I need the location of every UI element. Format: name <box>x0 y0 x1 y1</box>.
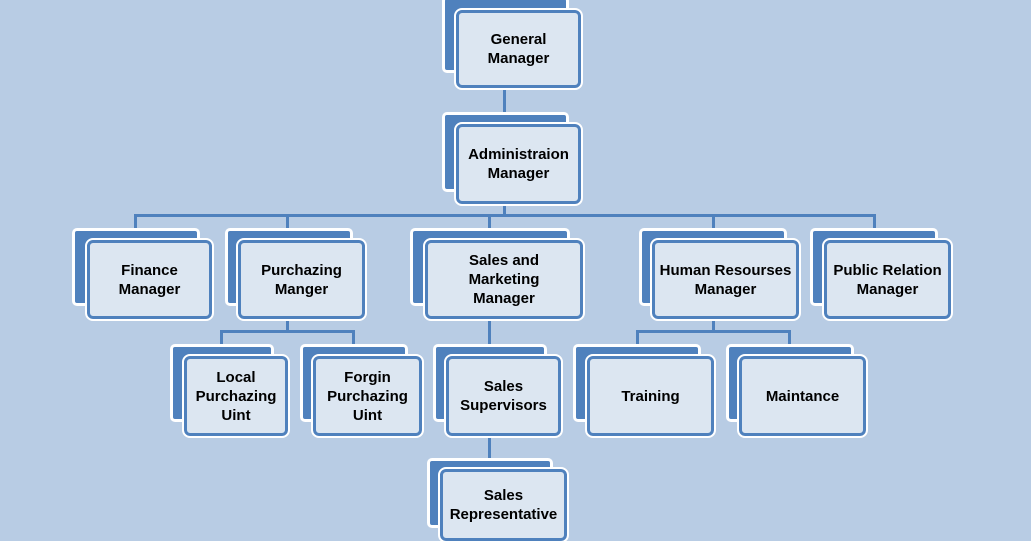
local-purchasing-unit-label: Local Purchazing Uint <box>195 368 277 424</box>
general-manager-label: General Manager <box>487 31 550 67</box>
connector-purchasing-drop <box>286 320 289 331</box>
foreign-purchasing-unit-label: Forgin Purchazing Uint <box>327 368 408 424</box>
connector-purchasing-bus <box>220 330 355 333</box>
connector-to-sales-marketing <box>488 214 491 230</box>
node-purchasing-manager: Purchazing Manger <box>225 228 367 322</box>
public-relation-manager-label: Public Relation Manager <box>833 261 942 298</box>
connector-sales-representative <box>488 436 491 462</box>
connector-to-training <box>636 330 639 346</box>
connector-to-local <box>220 330 223 346</box>
connector-to-purchasing <box>286 214 289 230</box>
node-local-purchasing-unit: Local Purchazing Uint <box>170 344 290 438</box>
node-administration-manager: Administraion Manager <box>442 112 583 208</box>
administration-manager-label: Administraion Manager <box>468 146 569 182</box>
connector-hr-bus <box>636 330 791 333</box>
sales-marketing-manager-label: Sales and Marketing Manager <box>468 252 540 307</box>
connector-to-foreign <box>352 330 355 346</box>
node-general-manager: General Manager <box>442 0 583 92</box>
connector-sales-supervisors <box>488 320 491 346</box>
node-training: Training <box>573 344 716 438</box>
sales-representative-label: Sales Representative <box>449 487 558 523</box>
hr-manager-label: Human Resourses Manager <box>659 261 792 298</box>
purchasing-manager-label: Purchazing Manger <box>261 261 342 298</box>
connector-to-maintenance <box>788 330 791 346</box>
training-label: Training <box>621 387 680 405</box>
connector-to-hr <box>712 214 715 230</box>
connector-hr-drop <box>712 320 715 331</box>
node-sales-supervisors: Sales Supervisors <box>433 344 563 438</box>
connector-level2-bus <box>134 214 876 217</box>
connector-to-public-relation <box>873 214 876 230</box>
node-sales-marketing-manager: Sales and Marketing Manager <box>410 228 585 322</box>
node-sales-representative: Sales Representative <box>427 458 569 541</box>
node-foreign-purchasing-unit: Forgin Purchazing Uint <box>300 344 424 438</box>
node-finance-manager: Finance Manager <box>72 228 214 322</box>
connector-to-finance <box>134 214 137 230</box>
node-maintenance: Maintance <box>726 344 868 438</box>
finance-manager-label: Finance Manager <box>118 261 181 298</box>
connector-gm-admin <box>503 88 506 115</box>
sales-supervisors-label: Sales Supervisors <box>460 378 547 414</box>
node-public-relation-manager: Public Relation Manager <box>810 228 954 322</box>
node-hr-manager: Human Resourses Manager <box>639 228 801 322</box>
maintenance-label: Maintance <box>765 387 840 405</box>
connector-admin-drop <box>503 205 506 215</box>
